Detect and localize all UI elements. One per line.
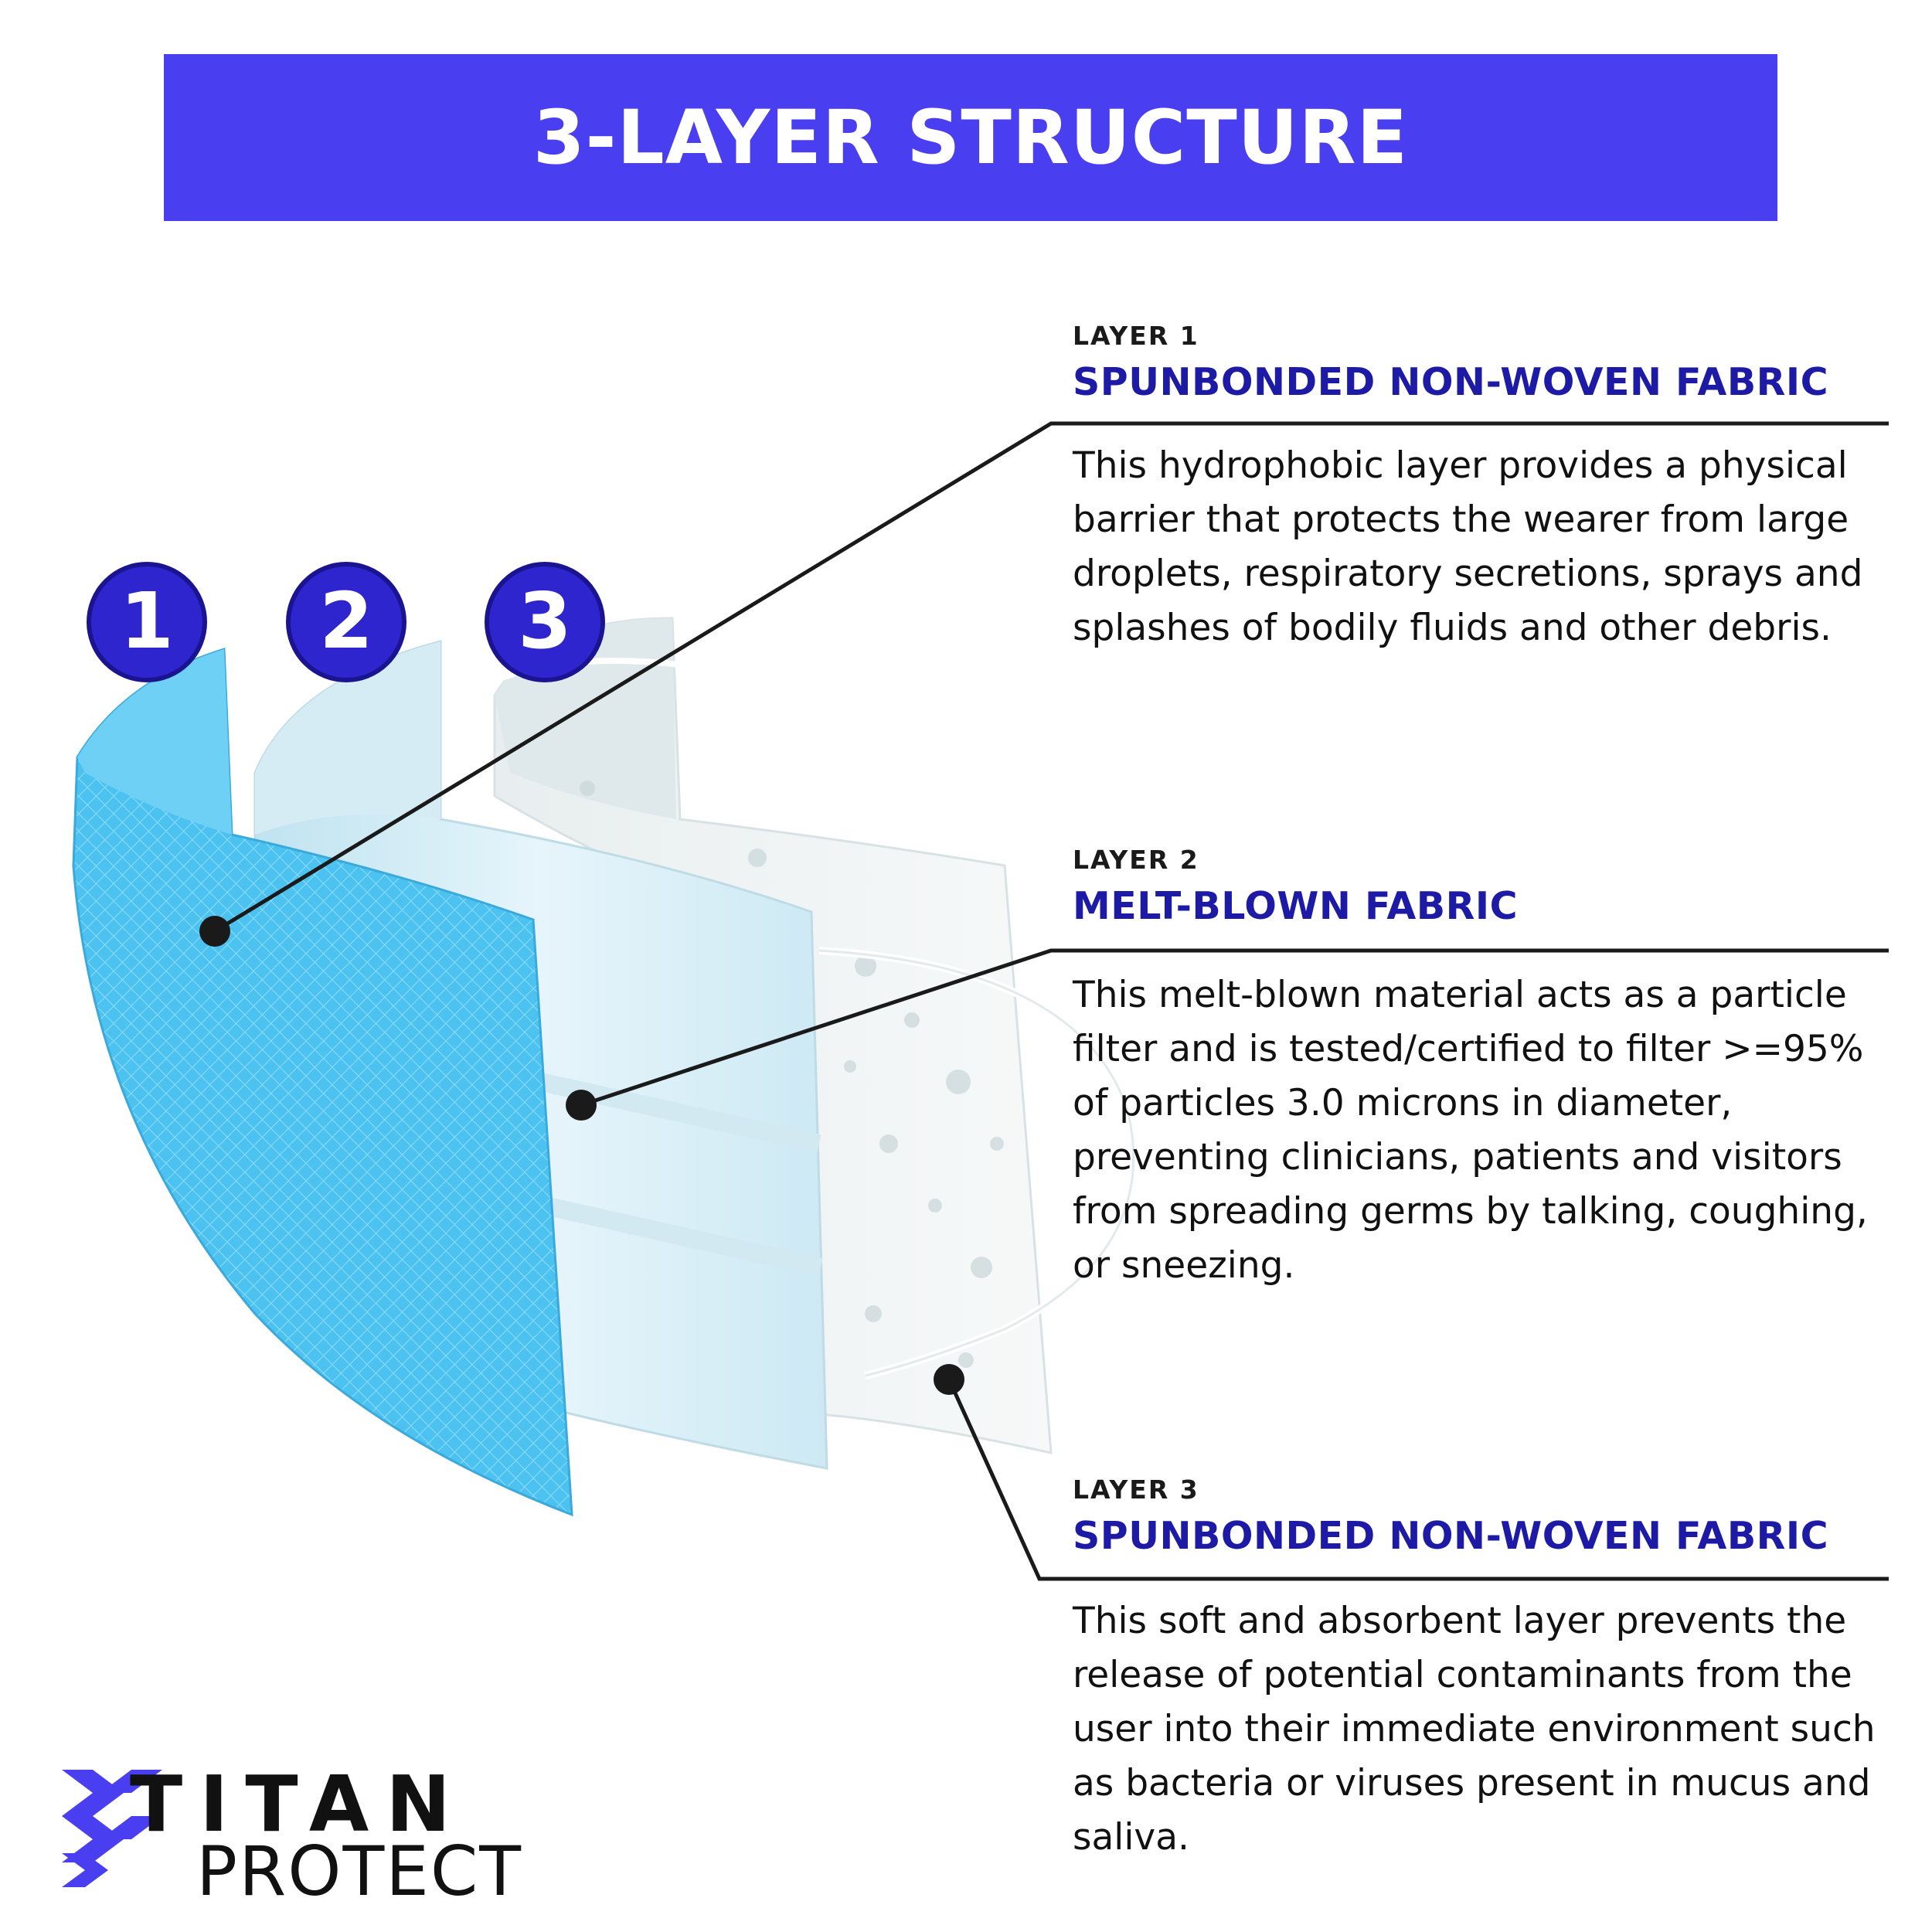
layer-2-label: LAYER 2 (1073, 845, 1199, 875)
badge-3-label: 3 (518, 576, 572, 666)
layer-2-heading: LAYER 2 MELT-BLOWN FABRIC (1073, 845, 1892, 928)
badge-1: 1 (87, 562, 207, 682)
layer-1-title: SPUNBONDED NON-WOVEN FABRIC (1073, 360, 1829, 404)
badge-1-label: 1 (120, 576, 174, 666)
badge-2: 2 (286, 562, 406, 682)
layer-1-description: This hydrophobic layer provides a physic… (1073, 444, 1863, 649)
layer-3-description: This soft and absorbent layer prevents t… (1073, 1600, 1876, 1859)
titan-chevron-logo-icon (62, 1770, 162, 1887)
logo-name: TITAN (130, 1759, 468, 1849)
layer-2-title: MELT-BLOWN FABRIC (1073, 884, 1519, 928)
leader-line-2 (566, 948, 1889, 1121)
badge-2-label: 2 (319, 576, 373, 666)
layer-1-label: LAYER 1 (1073, 321, 1199, 351)
page-title: 3-LAYER STRUCTURE (532, 94, 1409, 181)
logo-subtitle: PROTECT (196, 1832, 523, 1911)
leader-line-1 (199, 421, 1889, 947)
title-banner: 3-LAYER STRUCTURE (164, 54, 1777, 221)
badge-3: 3 (485, 562, 605, 682)
layer-3-sheet (461, 617, 1138, 1454)
leader-line-3 (934, 1364, 1889, 1581)
layer-3-title: SPUNBONDED NON-WOVEN FABRIC (1073, 1514, 1829, 1558)
layer-3-heading: LAYER 3 SPUNBONDED NON-WOVEN FABRIC (1073, 1475, 1892, 1558)
layer-1-sheet (72, 647, 573, 1517)
layer-2-description: This melt-blown material acts as a parti… (1073, 974, 1868, 1287)
layer-3-label: LAYER 3 (1073, 1475, 1199, 1505)
layer-1-heading: LAYER 1 SPUNBONDED NON-WOVEN FABRIC (1073, 321, 1892, 404)
